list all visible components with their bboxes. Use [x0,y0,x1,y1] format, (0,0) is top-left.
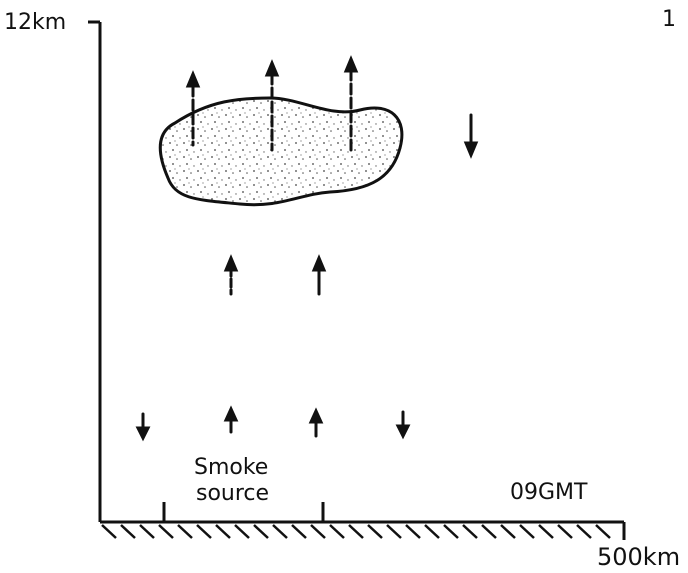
updraft-arrow [343,55,359,154]
hatch-stroke [519,524,535,539]
hatch-stroke [367,524,383,539]
motion-arrows [135,55,479,442]
hatch-stroke [139,524,155,539]
hatch-stroke [595,524,611,539]
y-axis-top-label: 12km [4,10,66,35]
updraft-arrow [223,405,239,434]
downdraft-arrow [463,113,479,159]
smoke-source-label-line2: source [196,481,269,506]
hatch-stroke [576,524,592,539]
hatch-stroke [253,524,269,539]
hatch-stroke [101,524,117,539]
hatch-stroke [405,524,421,539]
hatch-stroke [348,524,364,539]
updraft-arrow [308,407,324,438]
hatch-stroke [557,524,573,539]
hatch-stroke [538,524,554,539]
hatch-stroke [462,524,478,539]
hatch-stroke [215,524,231,539]
axes [88,20,626,540]
hatch-stroke [329,524,345,539]
hatch-stroke [481,524,497,539]
hatch-stroke [120,524,136,539]
smoke-source-label-line1: Smoke [194,455,268,480]
hatch-stroke [234,524,250,539]
hatch-stroke [158,524,174,539]
hatch-stroke [310,524,326,539]
cloud [158,96,404,207]
corner-mark: 1 [662,7,676,32]
x-axis-end-label: 500km [597,543,680,571]
hatch-stroke [443,524,459,539]
hatch-stroke [500,524,516,539]
hatch-stroke [272,524,288,539]
hatch-stroke [291,524,307,539]
updraft-arrow [185,70,201,147]
time-label: 09GMT [510,480,588,505]
downdraft-arrow [135,412,151,442]
updraft-arrow [223,254,239,296]
hatch-stroke [177,524,193,539]
updraft-arrow [311,254,327,296]
downdraft-arrow [395,410,411,440]
hatch-stroke [196,524,212,539]
updraft-arrow [264,59,280,152]
ground-hatching [101,524,611,539]
hatch-stroke [386,524,402,539]
hatch-stroke [424,524,440,539]
